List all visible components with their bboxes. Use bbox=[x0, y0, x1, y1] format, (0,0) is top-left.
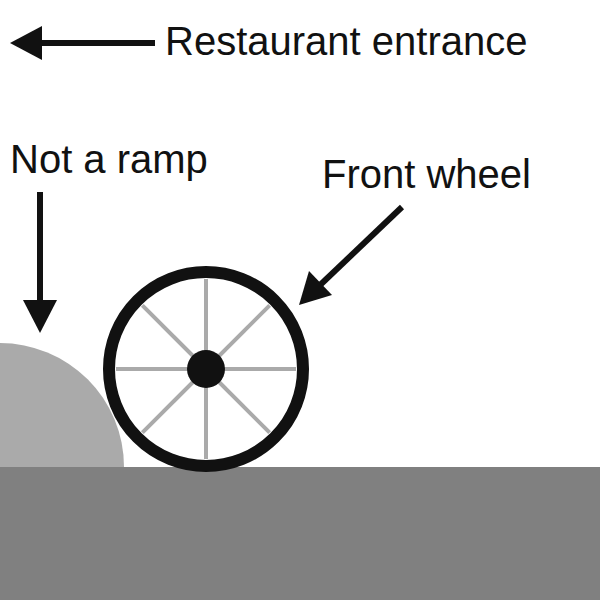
part-label: Front wheel bbox=[322, 152, 531, 196]
direction-label: Restaurant entrance bbox=[165, 19, 527, 63]
bump-pointer bbox=[23, 192, 57, 333]
entrance-arrow bbox=[10, 26, 155, 60]
part-label: Not a ramp bbox=[10, 137, 208, 181]
wheel bbox=[109, 272, 303, 466]
wheel-pointer bbox=[299, 207, 402, 305]
ground bbox=[0, 467, 600, 600]
